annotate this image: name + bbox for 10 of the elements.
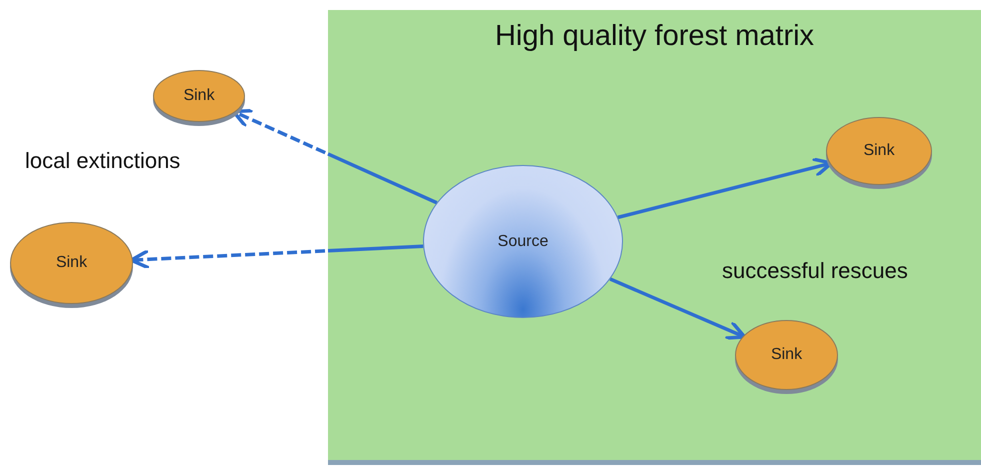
- node-label: Sink: [863, 142, 895, 160]
- node-label: Sink: [770, 346, 802, 364]
- annotation-text: local extinctions: [25, 148, 180, 174]
- arrow: [609, 277, 746, 340]
- node-label: Source: [498, 232, 548, 250]
- node-label: Sink: [56, 254, 88, 272]
- annotation-text: successful rescues: [722, 258, 908, 284]
- heading: High quality forest matrix: [494, 20, 816, 53]
- forest-matrix-area: [328, 10, 981, 465]
- node-label: Sink: [183, 87, 215, 105]
